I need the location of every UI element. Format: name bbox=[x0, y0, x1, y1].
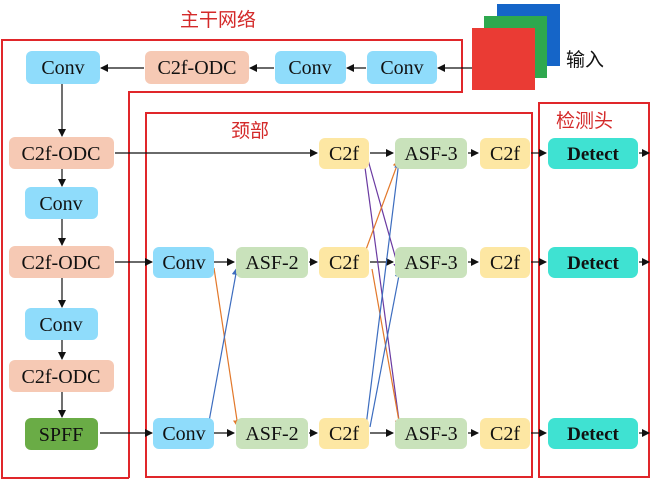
det-bot-label: Detect bbox=[567, 424, 619, 445]
nk-conv-bot-node: Conv bbox=[153, 418, 214, 449]
neck-frame bbox=[145, 112, 533, 478]
head-title: 检测头 bbox=[556, 110, 613, 132]
nk-c2f-mid-out-label: C2f bbox=[490, 252, 520, 274]
bb-conv5-node: Conv bbox=[25, 308, 98, 340]
input-label: 输入 bbox=[566, 49, 604, 71]
cross-c2f-mid-to-asf3-bot bbox=[371, 268, 403, 428]
det-top-node: Detect bbox=[548, 138, 638, 169]
input-image-front bbox=[472, 28, 535, 90]
bb-c2f3-node: C2f-ODC bbox=[9, 246, 114, 278]
nk-c2f-mid-node: C2f bbox=[319, 247, 369, 278]
bb-conv4-label: Conv bbox=[39, 193, 82, 215]
nk-c2f-bot-out-label: C2f bbox=[490, 423, 520, 445]
nk-asf3-top-label: ASF-3 bbox=[404, 143, 457, 165]
nk-asf3-mid-label: ASF-3 bbox=[404, 252, 457, 274]
bb-sppf-node: SPFF bbox=[25, 418, 98, 450]
bb-sppf-label: SPFF bbox=[39, 424, 84, 446]
cross-c2f-bot-to-asf3-mid bbox=[369, 269, 403, 428]
nk-c2f-top-node: C2f bbox=[319, 138, 369, 169]
nk-c2f-bot-label: C2f bbox=[329, 423, 359, 445]
bb-conv3-label: Conv bbox=[380, 57, 423, 79]
cross-conv-bot-to-asf2-mid bbox=[207, 267, 240, 428]
bb-c2f2-label: C2f-ODC bbox=[22, 143, 101, 165]
nk-asf3-bot-node: ASF-3 bbox=[395, 418, 467, 449]
cross-c2f-bot-to-asf3-top bbox=[365, 160, 403, 427]
nk-c2f-top-out-label: C2f bbox=[490, 143, 520, 165]
nk-c2f-mid-out-node: C2f bbox=[480, 247, 530, 278]
bb-c2f3-label: C2f-ODC bbox=[22, 252, 101, 274]
det-mid-label: Detect bbox=[567, 253, 619, 274]
bb-conv1-label: Conv bbox=[41, 57, 84, 79]
bb-conv4-node: Conv bbox=[25, 187, 98, 219]
nk-c2f-mid-label: C2f bbox=[329, 252, 359, 274]
bb-c2f2-node: C2f-ODC bbox=[9, 137, 114, 169]
nk-asf3-mid-node: ASF-3 bbox=[395, 247, 467, 278]
nk-asf2-mid-node: ASF-2 bbox=[236, 247, 308, 278]
nk-conv-mid-label: Conv bbox=[162, 252, 205, 274]
det-top-label: Detect bbox=[567, 144, 619, 165]
bb-conv2-label: Conv bbox=[288, 57, 331, 79]
bb-conv1-node: Conv bbox=[26, 51, 100, 84]
nk-c2f-top-out-node: C2f bbox=[480, 138, 530, 169]
nk-asf2-mid-label: ASF-2 bbox=[245, 252, 298, 274]
backbone-frame bbox=[1, 39, 463, 479]
bb-conv2-node: Conv bbox=[275, 51, 346, 84]
nk-c2f-bot-node: C2f bbox=[319, 418, 369, 449]
bb-c2f1-label: C2f-ODC bbox=[158, 57, 237, 79]
nk-asf2-bot-node: ASF-2 bbox=[236, 418, 308, 449]
nk-c2f-bot-out-node: C2f bbox=[480, 418, 530, 449]
neck-title: 颈部 bbox=[231, 120, 269, 142]
bb-c2f4-node: C2f-ODC bbox=[9, 360, 114, 392]
det-bot-node: Detect bbox=[548, 418, 638, 449]
cross-c2f-top-to-asf3-mid bbox=[367, 159, 401, 271]
bb-conv3-node: Conv bbox=[367, 51, 437, 84]
cross-conv-mid-to-asf2-bot bbox=[213, 267, 241, 428]
head-frame bbox=[538, 102, 650, 478]
nk-asf2-bot-label: ASF-2 bbox=[245, 423, 298, 445]
cross-c2f-mid-to-asf3-top bbox=[363, 159, 401, 256]
det-mid-node: Detect bbox=[548, 247, 638, 278]
nk-asf3-top-node: ASF-3 bbox=[395, 138, 467, 169]
bb-c2f1-node: C2f-ODC bbox=[145, 51, 249, 84]
bb-c2f4-label: C2f-ODC bbox=[22, 366, 101, 388]
backbone-title: 主干网络 bbox=[180, 9, 256, 31]
nk-conv-bot-label: Conv bbox=[162, 423, 205, 445]
nk-asf3-bot-label: ASF-3 bbox=[404, 423, 457, 445]
nk-conv-mid-node: Conv bbox=[153, 247, 214, 278]
input-image-icon bbox=[472, 4, 560, 90]
nk-c2f-top-label: C2f bbox=[329, 143, 359, 165]
bb-conv5-label: Conv bbox=[39, 314, 82, 336]
